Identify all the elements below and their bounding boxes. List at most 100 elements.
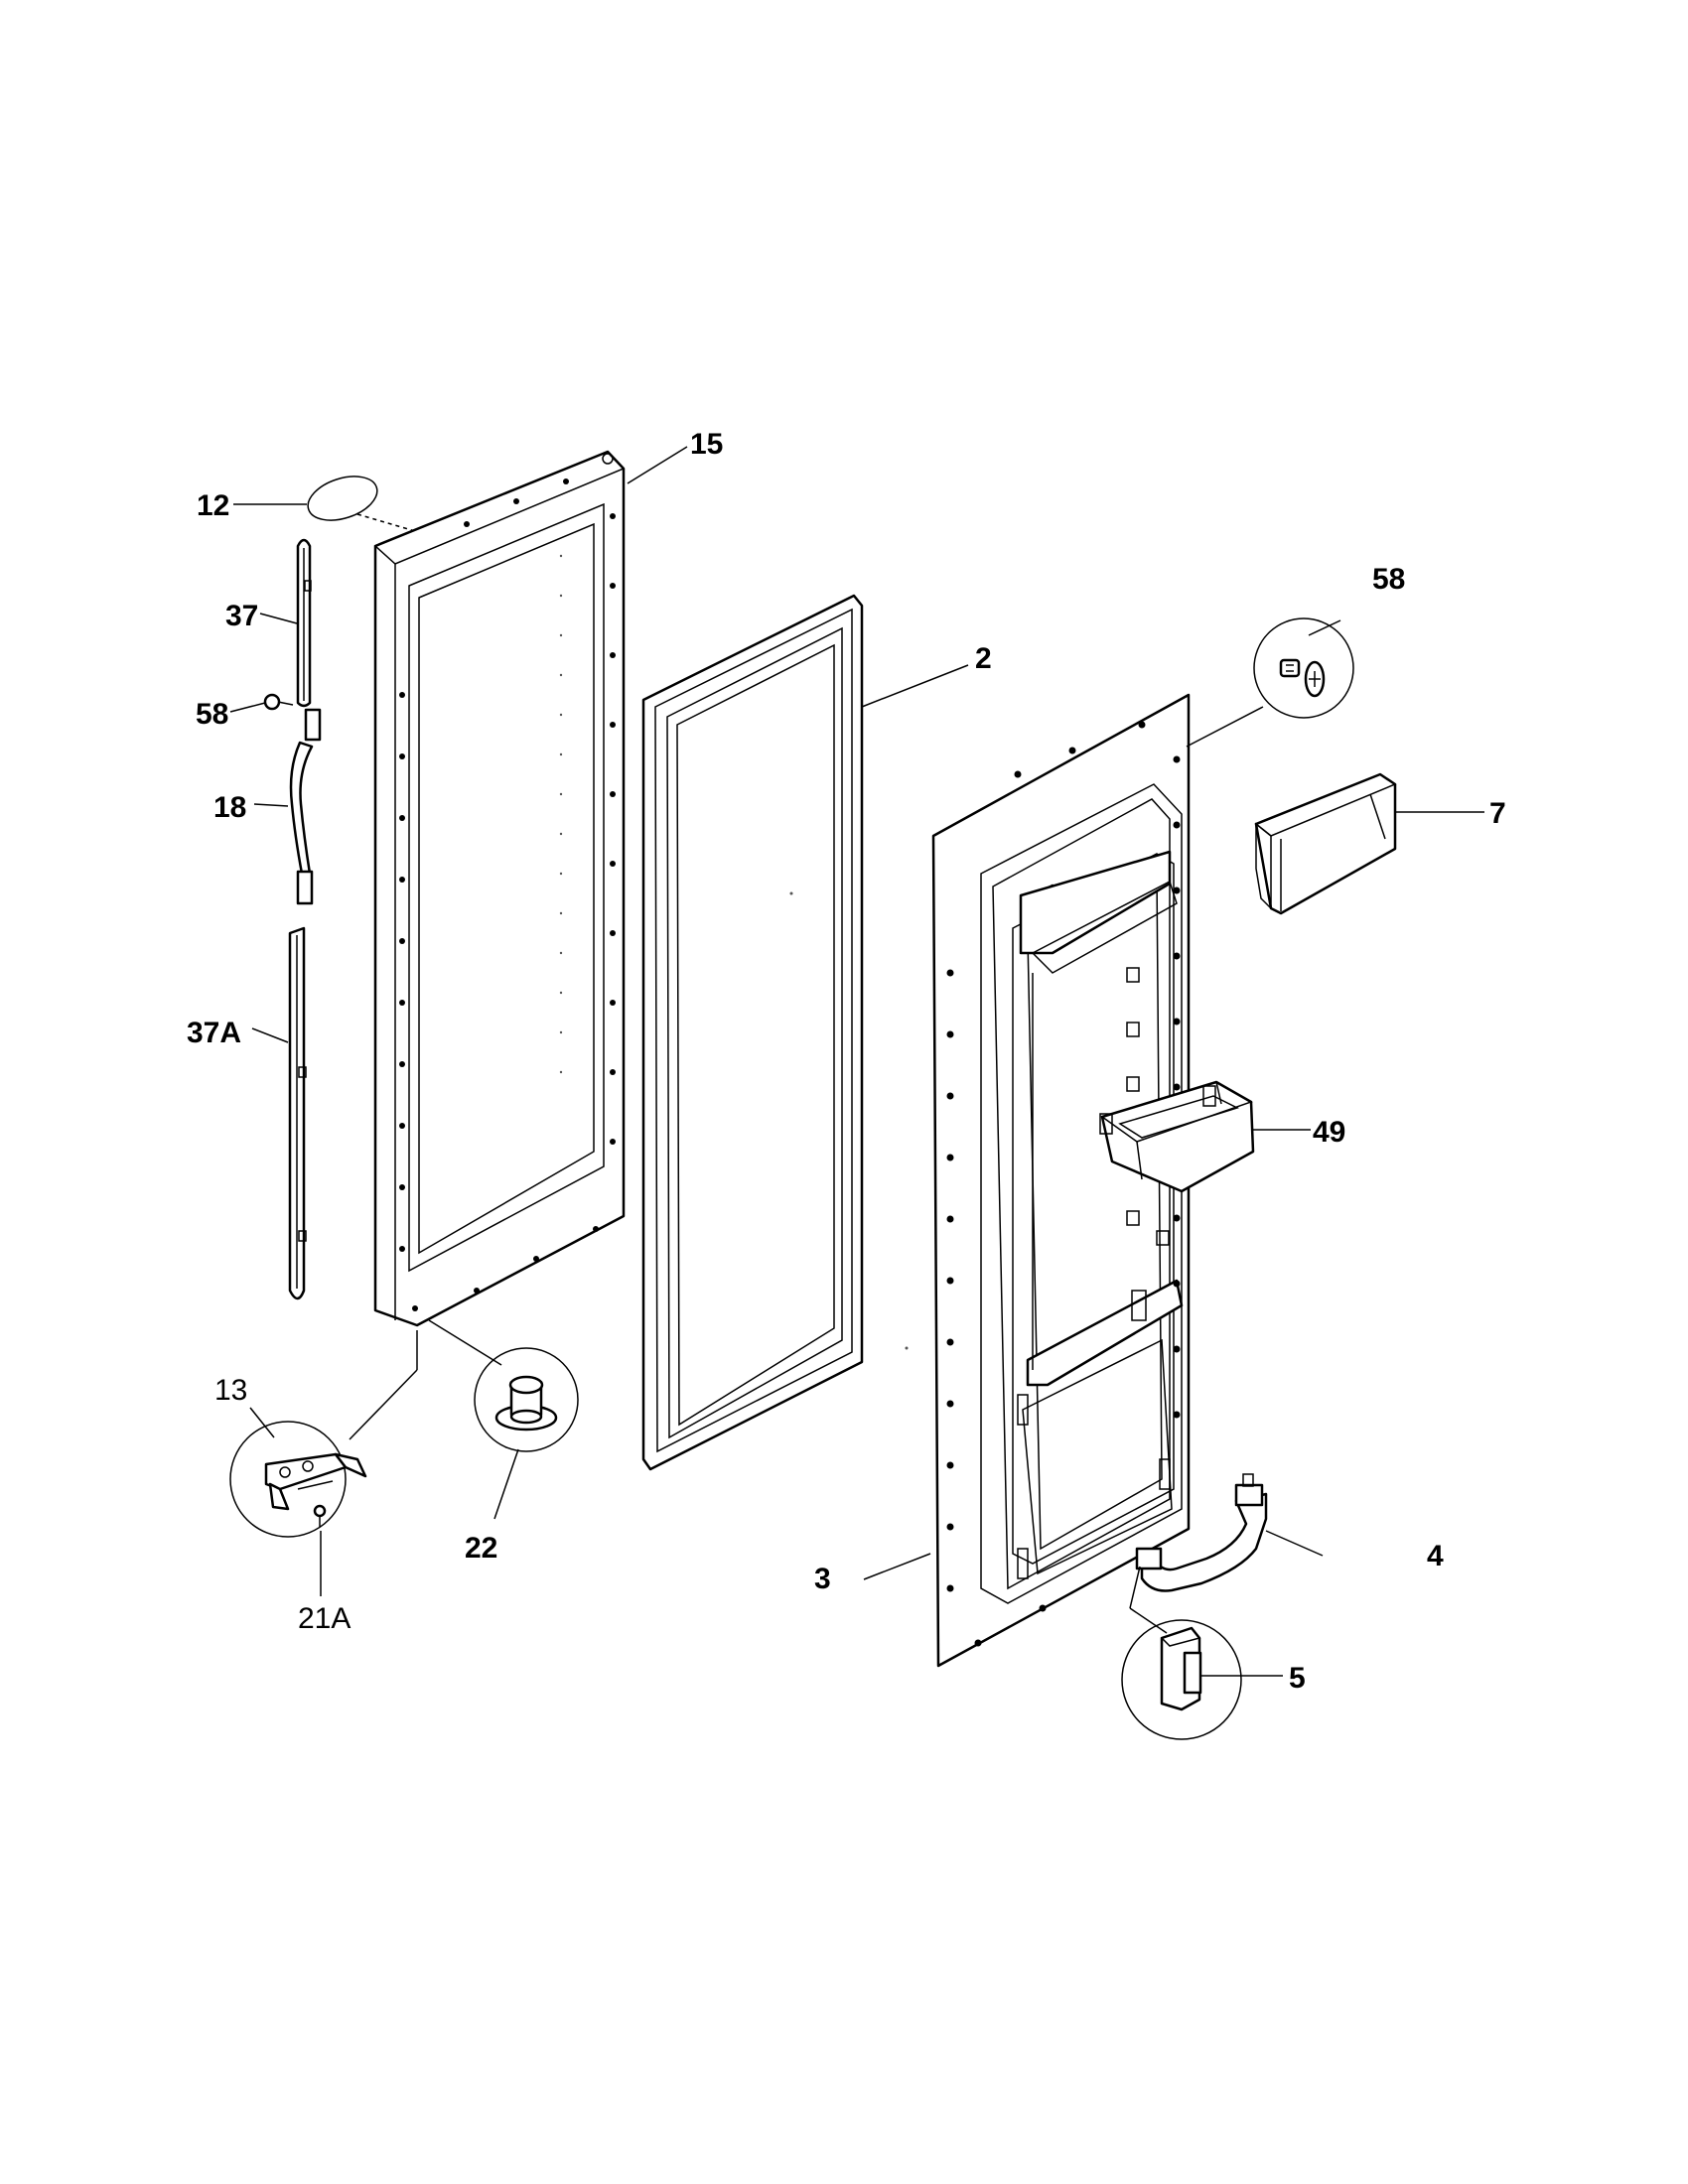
screw-hole [946,1215,954,1223]
screw-hole [610,652,616,658]
screw-hole [593,1226,599,1232]
label-part-4: 4 [1427,1540,1444,1572]
screw-hole [946,1092,954,1100]
screw-hole [1173,1018,1181,1025]
part-2-door-gasket [641,594,969,1471]
screw-hole [610,861,616,867]
label-part-49: 49 [1313,1116,1345,1149]
surface-dimple [559,1070,563,1074]
screw-hole [610,513,616,519]
screw-hole [974,1639,982,1647]
label-part-58-right: 58 [1372,563,1405,596]
label-part-37: 37 [225,600,258,632]
label-part-37A: 37A [187,1017,241,1049]
part-49-door-shelf-bin [1099,1080,1311,1193]
part-5-rail-clip-detail [1121,1619,1283,1740]
screw-hole [1173,952,1181,960]
screw-hole [1138,721,1146,729]
screw-hole [602,453,614,465]
screw-hole [946,1030,954,1038]
part-15-outer-door-panel [349,446,688,1440]
part-58-screw-detail [1253,617,1354,719]
surface-dimple [559,633,563,637]
surface-dimple [559,911,563,915]
screw-hole [474,1288,480,1294]
screw-hole [610,1069,616,1075]
label-part-13: 13 [214,1374,247,1407]
screw-hole [1173,1214,1181,1222]
screw-hole [399,1184,405,1190]
screw-hole [946,969,954,977]
surface-dimple [559,594,563,598]
screw-hole [946,1154,954,1161]
surface-dimple [559,1030,563,1034]
surface-dimple [559,792,563,796]
part-13-hinge-detail [229,1407,367,1596]
label-part-21A: 21A [298,1602,351,1635]
screw-hole [399,815,405,821]
screw-hole [946,1338,954,1346]
screw-hole [1039,1604,1047,1612]
screw-hole [946,1523,954,1531]
screw-hole [513,498,519,504]
screw-hole [464,521,470,527]
shelf-tab [1126,1210,1140,1226]
screw-hole [399,877,405,883]
screw-hole [399,1123,405,1129]
screw-hole [399,1061,405,1067]
label-part-7: 7 [1489,797,1506,830]
screw-hole [610,791,616,797]
part-37A-lower-trim-strip [251,926,307,1300]
surface-dimple [559,872,563,876]
part-22-door-plug [474,1347,579,1520]
screw-hole [946,1277,954,1285]
part-12-oval-badge [233,476,433,537]
screw-hole [1014,770,1022,778]
surface-dimple [559,752,563,756]
surface-dimple [559,554,563,558]
surface-dimple [559,713,563,717]
label-part-2: 2 [975,642,992,675]
screw-hole [610,1139,616,1145]
surface-dimple [559,673,563,677]
screw-hole [1173,1280,1181,1288]
screw-hole [946,1400,954,1408]
screw-hole [1173,821,1181,829]
screw-hole [610,1000,616,1006]
screw-hole [399,938,405,944]
screw-hole [1173,1411,1181,1419]
part-3-inner-door-liner [863,693,1264,1668]
part-4-door-rail [1129,1473,1324,1634]
shelf-tab [1126,967,1140,983]
surface-dimple [559,832,563,836]
screw-hole [399,1246,405,1252]
shelf-tab [1126,1076,1140,1092]
screw-hole [533,1256,539,1262]
part-37-upper-trim-strip [259,538,312,708]
label-part-18: 18 [213,791,246,824]
part-18-door-handle [253,708,322,905]
screw-hole [946,1461,954,1469]
screw-hole [1173,1083,1181,1091]
surface-dimple [559,951,563,955]
label-part-58-left: 58 [196,698,228,731]
label-part-12: 12 [197,489,229,522]
shelf-tab [1156,1230,1170,1246]
screw-hole [563,478,569,484]
screw-hole [399,692,405,698]
surface-dimple [559,991,563,995]
label-part-5: 5 [1289,1662,1306,1695]
screw-hole [1068,747,1076,754]
screw-hole [610,583,616,589]
screw-hole [412,1305,418,1311]
screw-hole [610,930,616,936]
part-7-dairy-cover [1254,772,1484,915]
screw-hole [399,1000,405,1006]
screw-hole [1173,755,1181,763]
screw-hole [610,722,616,728]
screw-hole [1173,887,1181,894]
screw-hole [399,753,405,759]
screw-hole [1173,1345,1181,1353]
shelf-tab [1126,1022,1140,1037]
